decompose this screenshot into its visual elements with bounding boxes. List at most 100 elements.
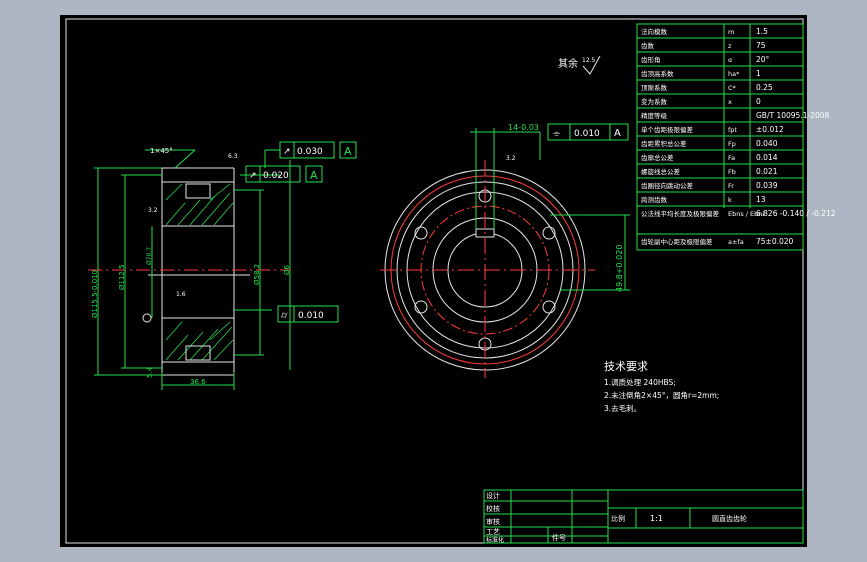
param-name-10: 螺旋线总公差 xyxy=(641,167,681,176)
dim-small-diameter: Ø6 xyxy=(283,264,291,275)
svg-text:⌯: ⌯ xyxy=(553,129,561,139)
section-dimensions xyxy=(94,149,291,390)
param-name-14: 齿轮副中心距及极限偏差 xyxy=(641,237,713,246)
tb-role-1: 设计 xyxy=(486,491,500,500)
gdt-frame-2: ↗ 0.020 A xyxy=(245,165,323,183)
gdt-frame-front: ⌯ 0.010 A xyxy=(547,123,629,141)
param-table: 法向模数 m 1.5 齿数 z 75 齿形角 α 20° 齿顶高系数 ha* 1 顶隙系数 C* 0.25 变… xyxy=(636,23,836,251)
param-value-10: 0.021 xyxy=(756,167,778,176)
surface-note: 其余 12.5 xyxy=(558,55,601,75)
param-symbol-8: Fp xyxy=(728,140,736,148)
param-value-3: 1 xyxy=(756,69,761,78)
param-value-8: 0.040 xyxy=(756,139,778,148)
svg-text:12.5: 12.5 xyxy=(582,57,596,64)
param-value-2: 20° xyxy=(756,55,770,64)
section-hatch xyxy=(165,183,234,361)
param-symbol-7: fpt xyxy=(728,126,737,134)
tb-scale-value: 1:1 xyxy=(650,514,663,523)
param-symbol-11: Fr xyxy=(728,182,734,190)
dim-pitch-diameter: Ø112.5 xyxy=(118,264,126,290)
dim-offset: 5.4 xyxy=(146,366,154,378)
dim-hub-diameter: Ø70.7 xyxy=(146,247,153,265)
svg-text:0.010: 0.010 xyxy=(298,311,324,321)
param-name-13: 公法线平均长度及极限偏差 xyxy=(641,209,720,218)
dim-bore-diameter: Ø58.2 xyxy=(253,264,261,285)
tb-part-no: 件号 xyxy=(552,533,566,542)
chamfer-label: 1×45° xyxy=(150,147,173,155)
tb-scale-label: 比例 xyxy=(611,514,625,523)
param-value-11: 0.039 xyxy=(756,181,778,190)
tb-part-name: 圆直齿齿轮 xyxy=(712,514,747,523)
param-symbol-3: ha* xyxy=(728,70,740,78)
param-symbol-4: C* xyxy=(728,84,737,92)
tb-role-3: 审核 xyxy=(486,517,500,526)
dim-tip-diameter: Ø115.5-0.010 xyxy=(91,270,99,318)
param-name-5: 变为系数 xyxy=(641,97,668,106)
param-name-0: 法向模数 xyxy=(641,27,668,36)
param-name-3: 齿顶高系数 xyxy=(641,69,674,78)
param-symbol-2: α xyxy=(728,56,732,64)
param-name-11: 齿圈径向跳动公差 xyxy=(641,181,694,190)
param-symbol-14: a±fa xyxy=(728,238,744,246)
param-name-7: 单个齿距极限偏差 xyxy=(641,125,694,134)
svg-text:A: A xyxy=(310,169,318,182)
param-name-2: 齿形角 xyxy=(641,55,661,64)
keyway-width-dim: 14-0.03 xyxy=(508,123,539,132)
param-value-4: 0.25 xyxy=(756,83,773,92)
tech-req-line-1: 1.调质处理 240HBS; xyxy=(604,377,676,387)
param-symbol-0: m xyxy=(728,28,734,36)
keyway-depth-dim: 49.8+0.020 xyxy=(615,245,624,292)
param-name-8: 齿距累积总公差 xyxy=(641,139,687,148)
param-symbol-12: k xyxy=(728,196,732,204)
param-value-13: 6.826 -0.140 / -0.212 xyxy=(756,209,836,218)
param-value-9: 0.014 xyxy=(756,153,778,162)
param-symbol-1: z xyxy=(728,42,732,50)
param-symbol-9: Fa xyxy=(728,154,735,162)
roughness-mark-3: 1.6 xyxy=(176,291,186,298)
title-block: 设计 校核 审核 工艺 标准化 件号 比例 1:1 圆直齿齿轮 xyxy=(483,489,804,544)
tb-role-2: 校核 xyxy=(486,504,500,513)
param-value-12: 13 xyxy=(756,195,766,204)
svg-text:A: A xyxy=(344,145,352,158)
svg-text:⌭: ⌭ xyxy=(281,311,288,321)
section-view: 1×45° Ø115.5-0.010 Ø112.5 Ø70.7 Ø58.2 Ø6… xyxy=(88,141,357,390)
param-name-12: 跨测齿数 xyxy=(641,195,668,204)
dim-face-width: 36.6 xyxy=(190,378,206,386)
param-symbol-10: Fb xyxy=(728,168,736,176)
tech-req-title: 技术要求 xyxy=(604,360,648,373)
tech-req-line-3: 3.去毛刺。 xyxy=(604,403,641,413)
front-roughness: 3.2 xyxy=(506,155,516,162)
svg-text:0.010: 0.010 xyxy=(574,129,600,139)
svg-text:0.020: 0.020 xyxy=(263,171,289,181)
param-value-7: ±0.012 xyxy=(756,125,784,134)
param-symbol-13: Ebns / Ebni xyxy=(728,210,764,218)
param-value-5: 0 xyxy=(756,97,761,106)
svg-text:A: A xyxy=(614,128,621,139)
front-view: 14-0.03 49.8+0.020 3.2 ⌯ 0.010 A xyxy=(380,123,630,378)
tb-role-5: 标准化 xyxy=(486,536,504,544)
param-symbol-5: x xyxy=(728,98,732,106)
svg-text:其余: 其余 xyxy=(558,57,578,70)
roughness-mark-2: 3.2 xyxy=(148,207,158,214)
svg-text:↗: ↗ xyxy=(249,171,257,181)
tb-role-4: 工艺 xyxy=(486,528,500,536)
front-dimensions xyxy=(470,128,630,291)
param-name-6: 精度等级 xyxy=(641,111,668,120)
param-value-1: 75 xyxy=(756,41,766,50)
param-name-1: 齿数 xyxy=(641,41,655,50)
roughness-mark-1: 6.3 xyxy=(228,153,238,160)
param-value-14: 75±0.020 xyxy=(756,237,794,246)
param-name-4: 顶隙系数 xyxy=(641,83,668,92)
svg-text:0.030: 0.030 xyxy=(297,147,323,157)
svg-text:↗: ↗ xyxy=(283,147,291,157)
param-value-0: 1.5 xyxy=(756,27,768,36)
param-value-6: GB/T 10095.1-2008 xyxy=(756,111,829,120)
tech-requirements: 技术要求 1.调质处理 240HBS; 2.未注倒角2×45°，圆角r=2mm;… xyxy=(604,360,719,413)
tech-req-line-2: 2.未注倒角2×45°，圆角r=2mm; xyxy=(604,390,719,400)
sheet-border xyxy=(65,18,804,544)
param-name-9: 齿廓总公差 xyxy=(641,153,674,162)
drawing-sheet xyxy=(60,15,807,547)
gdt-frame-1: ↗ 0.030 A xyxy=(279,141,357,159)
